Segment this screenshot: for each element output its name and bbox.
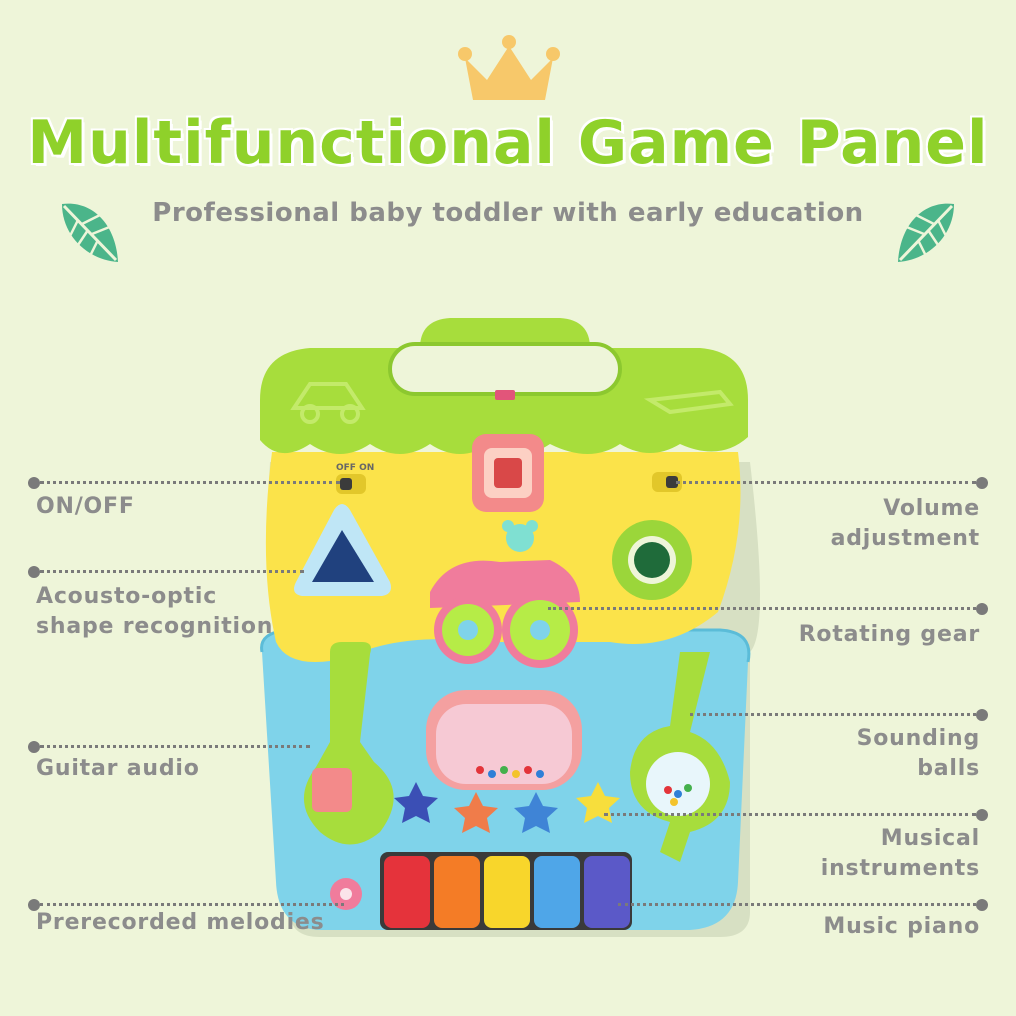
callout-dot <box>976 709 988 721</box>
game-panel-toy: OFF ON <box>260 318 760 937</box>
label-prerecorded-melodies: Prerecorded melodies <box>36 910 325 935</box>
label-musical-instruments: Musical instruments <box>820 826 980 881</box>
gear-left <box>434 596 502 664</box>
page-title: Multifunctional Game Panel <box>27 108 989 178</box>
callout-leader <box>618 903 976 906</box>
callout-dot <box>976 809 988 821</box>
switch-text: OFF ON <box>336 463 374 473</box>
callout-dot <box>976 899 988 911</box>
callout-leader <box>40 570 304 573</box>
page-subtitle: Professional baby toddler with early edu… <box>152 198 864 228</box>
callout-leader <box>40 903 344 906</box>
callout-dot <box>976 477 988 489</box>
callout-leader <box>548 607 976 610</box>
callout-dot <box>28 899 40 911</box>
callout-dot <box>28 477 40 489</box>
label-on-off: ON/OFF <box>36 494 135 519</box>
gear-right <box>502 592 578 668</box>
leaf-icon <box>898 203 954 262</box>
callout-dot <box>976 603 988 615</box>
callout-leader <box>40 481 340 484</box>
callout-leader <box>604 813 976 816</box>
callout-dot <box>28 566 40 578</box>
leaf-icon <box>62 203 118 262</box>
callout-dot <box>28 741 40 753</box>
label-shape-recognition: Acousto-optic shape recognition <box>36 584 274 639</box>
label-music-piano: Music piano <box>823 914 980 939</box>
label-volume-adjustment: Volume adjustment <box>830 496 980 551</box>
crown-icon <box>458 35 560 100</box>
label-sounding-balls: Sounding balls <box>856 726 980 781</box>
callout-leader <box>690 713 976 716</box>
label-rotating-gear: Rotating gear <box>798 622 980 647</box>
label-guitar-audio: Guitar audio <box>36 756 200 781</box>
callout-leader <box>676 481 976 484</box>
callout-leader <box>40 745 310 748</box>
